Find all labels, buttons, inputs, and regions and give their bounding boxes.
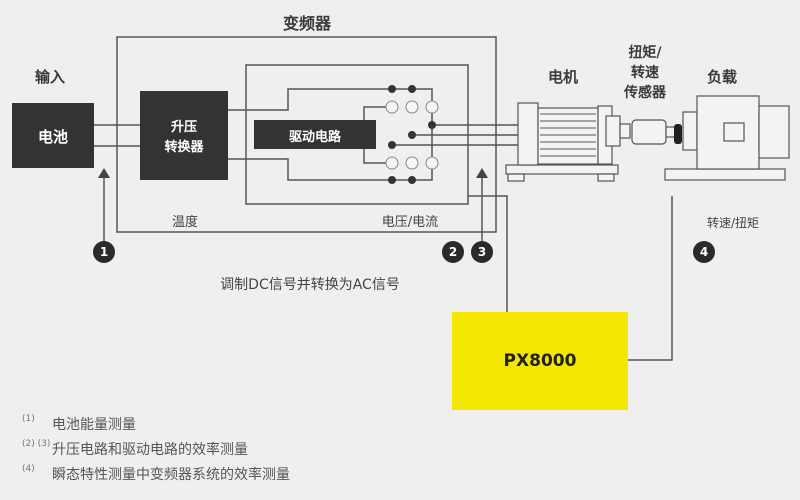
- legend-mark: (2) (3): [22, 439, 51, 449]
- px8000-instrument: PX8000: [452, 312, 628, 410]
- modulation-text: 调制DC信号并转换为AC信号: [220, 277, 400, 293]
- legend-mark: (4): [22, 464, 35, 474]
- load-drawing: [664, 95, 790, 181]
- motor-label: 电机: [547, 68, 579, 86]
- input-label: 输入: [34, 68, 66, 86]
- load-label: 负载: [706, 68, 738, 86]
- boost-label-2: 转换器: [164, 140, 204, 155]
- motor-drawing: [505, 102, 677, 182]
- speed-torque-label: 转速/扭矩: [706, 216, 760, 230]
- sensor-label-2: 转速: [631, 65, 659, 81]
- arrow-1-icon: [98, 168, 110, 178]
- boost-converter-block: [140, 91, 228, 180]
- sensor-label-3: 传感器: [624, 85, 666, 101]
- legend-mark: (1): [22, 414, 35, 424]
- drive-circuit-label: 驱动电路: [288, 130, 342, 145]
- badge-4: 4: [693, 241, 715, 263]
- legend-text: 电池能量测量: [52, 417, 136, 433]
- temperature-label: 温度: [171, 215, 199, 230]
- battery-label: 电池: [37, 128, 69, 146]
- voltage-current-label: 电压/电流: [381, 215, 439, 230]
- switch-bridge: [388, 85, 436, 184]
- legend-item-3: (4) 瞬态特性测量中变频器系统的效率测量: [22, 464, 290, 484]
- legend-item-1: (1) 电池能量测量: [22, 414, 136, 434]
- badge-3: 3: [471, 241, 493, 263]
- legend-text: 升压电路和驱动电路的效率测量: [52, 442, 248, 458]
- legend-item-2: (2) (3)升压电路和驱动电路的效率测量: [22, 439, 248, 459]
- badge-2: 2: [442, 241, 464, 263]
- sensor-label-1: 扭矩/: [628, 45, 662, 61]
- inverter-title: 变频器: [282, 14, 332, 33]
- badge-1: 1: [93, 241, 115, 263]
- boost-label-1: 升压: [170, 120, 198, 135]
- instrument-label: PX8000: [503, 351, 577, 371]
- legend-text: 瞬态特性测量中变频器系统的效率测量: [52, 467, 290, 483]
- drive-circuit-block: [254, 120, 376, 149]
- battery-block: [12, 103, 94, 168]
- arrow-3-icon: [476, 168, 488, 178]
- coupling-icon: [674, 124, 682, 144]
